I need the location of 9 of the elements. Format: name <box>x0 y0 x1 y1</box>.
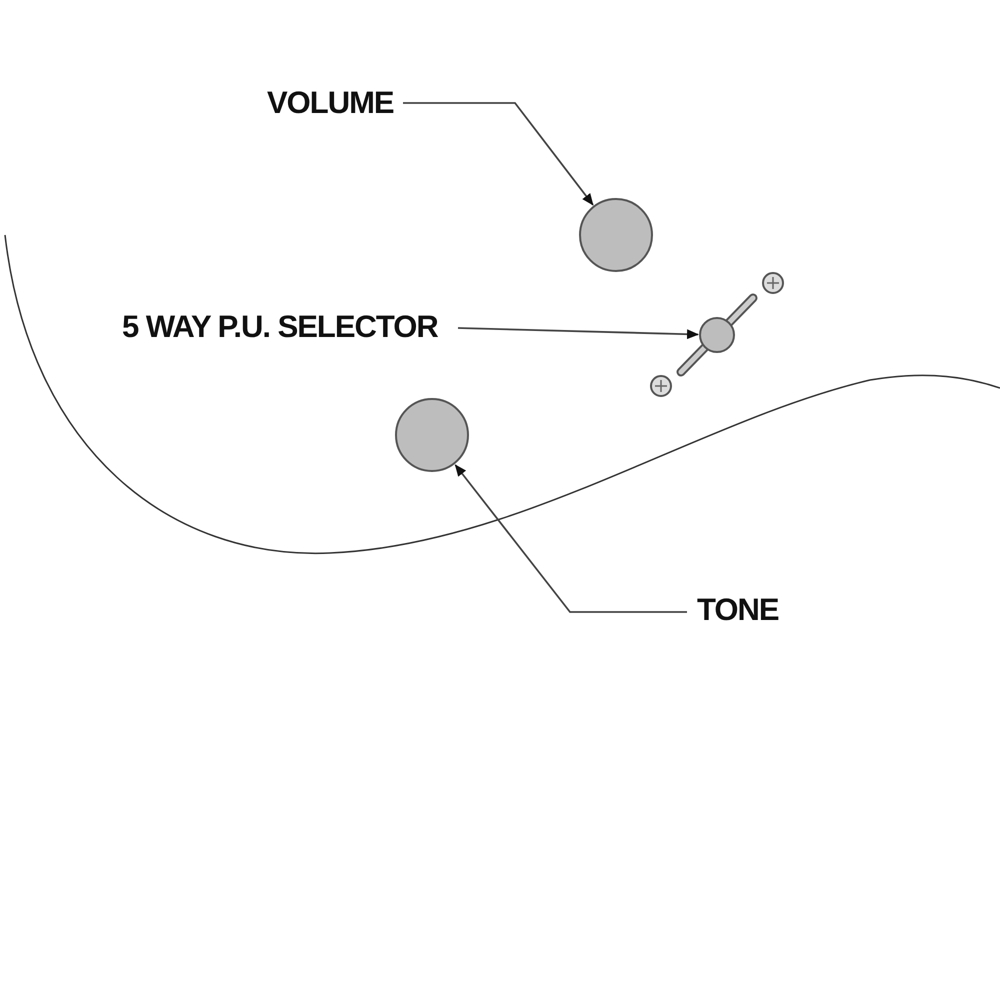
leader-arrow <box>454 464 687 613</box>
leader-arrow <box>403 102 594 206</box>
control-knob <box>579 198 653 272</box>
control-knob <box>395 398 469 472</box>
part-label: VOLUME <box>267 86 394 120</box>
part-label: 5 WAY P.U. SELECTOR <box>122 310 438 344</box>
leader-arrow <box>458 327 699 340</box>
part-label: TONE <box>697 593 779 627</box>
selector-switch-drawing <box>650 272 784 397</box>
